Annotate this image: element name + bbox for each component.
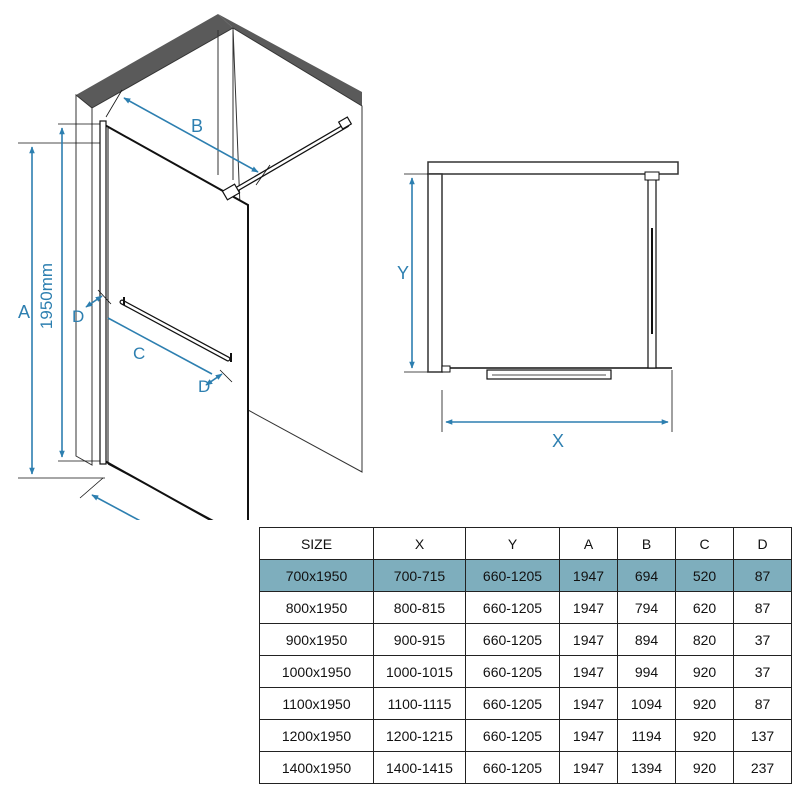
cell-c: 920 xyxy=(675,687,734,720)
plan-label-y: Y xyxy=(397,263,409,283)
header-y: Y xyxy=(465,527,560,560)
back-wall xyxy=(75,93,93,466)
cell-b: 894 xyxy=(617,623,676,656)
header-c: C xyxy=(675,527,734,560)
cell-a: 1947 xyxy=(559,751,618,784)
plan-view: Y X xyxy=(397,161,679,451)
cell-a: 1947 xyxy=(559,655,618,688)
plan-side-wall xyxy=(427,173,443,373)
cell-d: 237 xyxy=(733,751,792,784)
cell-c: 920 xyxy=(675,655,734,688)
cell-b: 1394 xyxy=(617,751,676,784)
cell-d: 87 xyxy=(733,591,792,624)
side-wall xyxy=(232,27,363,473)
glass-panel xyxy=(102,122,249,520)
cell-size: 1100x1950 xyxy=(259,687,374,720)
table-header-row: SIZE X Y A B C D xyxy=(259,527,792,560)
header-x: X xyxy=(373,527,466,560)
dim-line-c xyxy=(107,317,213,375)
cell-d: 137 xyxy=(733,719,792,752)
cell-b: 1194 xyxy=(617,719,676,752)
cell-y: 660-1205 xyxy=(465,623,560,656)
cell-a: 1947 xyxy=(559,591,618,624)
header-a: A xyxy=(559,527,618,560)
cell-y: 660-1205 xyxy=(465,591,560,624)
technical-drawing: A 1950mm B D C D X Y X xyxy=(18,14,679,520)
cell-b: 794 xyxy=(617,591,676,624)
cell-d: 37 xyxy=(733,623,792,656)
cell-y: 660-1205 xyxy=(465,655,560,688)
cell-y: 660-1205 xyxy=(465,559,560,592)
cell-size: 900x1950 xyxy=(259,623,374,656)
cell-b: 694 xyxy=(617,559,676,592)
cell-c: 620 xyxy=(675,591,734,624)
cell-y: 660-1205 xyxy=(465,687,560,720)
cell-x: 900-915 xyxy=(373,623,466,656)
cell-d: 37 xyxy=(733,655,792,688)
dim-line-b xyxy=(123,97,259,173)
towel-bar xyxy=(119,297,232,362)
cell-a: 1947 xyxy=(559,687,618,720)
perspective-view: A 1950mm B D C D X xyxy=(18,14,363,520)
cell-a: 1947 xyxy=(559,719,618,752)
cell-y: 660-1205 xyxy=(465,719,560,752)
support-arm xyxy=(221,116,353,201)
cell-x: 1000-1015 xyxy=(373,655,466,688)
cell-a: 1947 xyxy=(559,559,618,592)
cell-size: 700x1950 xyxy=(259,559,374,592)
dim-line-d-bottom xyxy=(205,373,223,386)
header-b: B xyxy=(617,527,676,560)
dim-line-d-top xyxy=(85,295,103,308)
cell-size: 1400x1950 xyxy=(259,751,374,784)
plan-towel-bar xyxy=(486,369,612,380)
back-wall-top xyxy=(76,14,233,108)
cell-c: 920 xyxy=(675,719,734,752)
cell-d: 87 xyxy=(733,559,792,592)
cell-y: 660-1205 xyxy=(465,751,560,784)
dim-line-x xyxy=(91,494,229,520)
cell-c: 520 xyxy=(675,559,734,592)
wall-profile xyxy=(99,120,107,465)
header-d: D xyxy=(733,527,792,560)
cell-size: 1000x1950 xyxy=(259,655,374,688)
plan-label-x: X xyxy=(552,431,564,451)
cell-c: 920 xyxy=(675,751,734,784)
side-wall-top xyxy=(218,14,362,106)
label-d-top: D xyxy=(72,307,84,326)
label-c: C xyxy=(133,344,145,363)
cell-size: 1200x1950 xyxy=(259,719,374,752)
header-size: SIZE xyxy=(259,527,374,560)
plan-top-wall xyxy=(427,161,679,175)
cell-x: 800-815 xyxy=(373,591,466,624)
cell-a: 1947 xyxy=(559,623,618,656)
cell-c: 820 xyxy=(675,623,734,656)
cell-size: 800x1950 xyxy=(259,591,374,624)
cell-b: 1094 xyxy=(617,687,676,720)
cell-x: 1400-1415 xyxy=(373,751,466,784)
label-b: B xyxy=(191,116,203,136)
label-a: A xyxy=(18,302,30,322)
cell-x: 1200-1215 xyxy=(373,719,466,752)
label-d-bottom: D xyxy=(198,377,210,396)
cell-x: 1100-1115 xyxy=(373,687,466,720)
cell-x: 700-715 xyxy=(373,559,466,592)
cell-b: 994 xyxy=(617,655,676,688)
plan-wall-profile xyxy=(441,365,451,373)
label-height: 1950mm xyxy=(37,263,56,329)
cell-d: 87 xyxy=(733,687,792,720)
